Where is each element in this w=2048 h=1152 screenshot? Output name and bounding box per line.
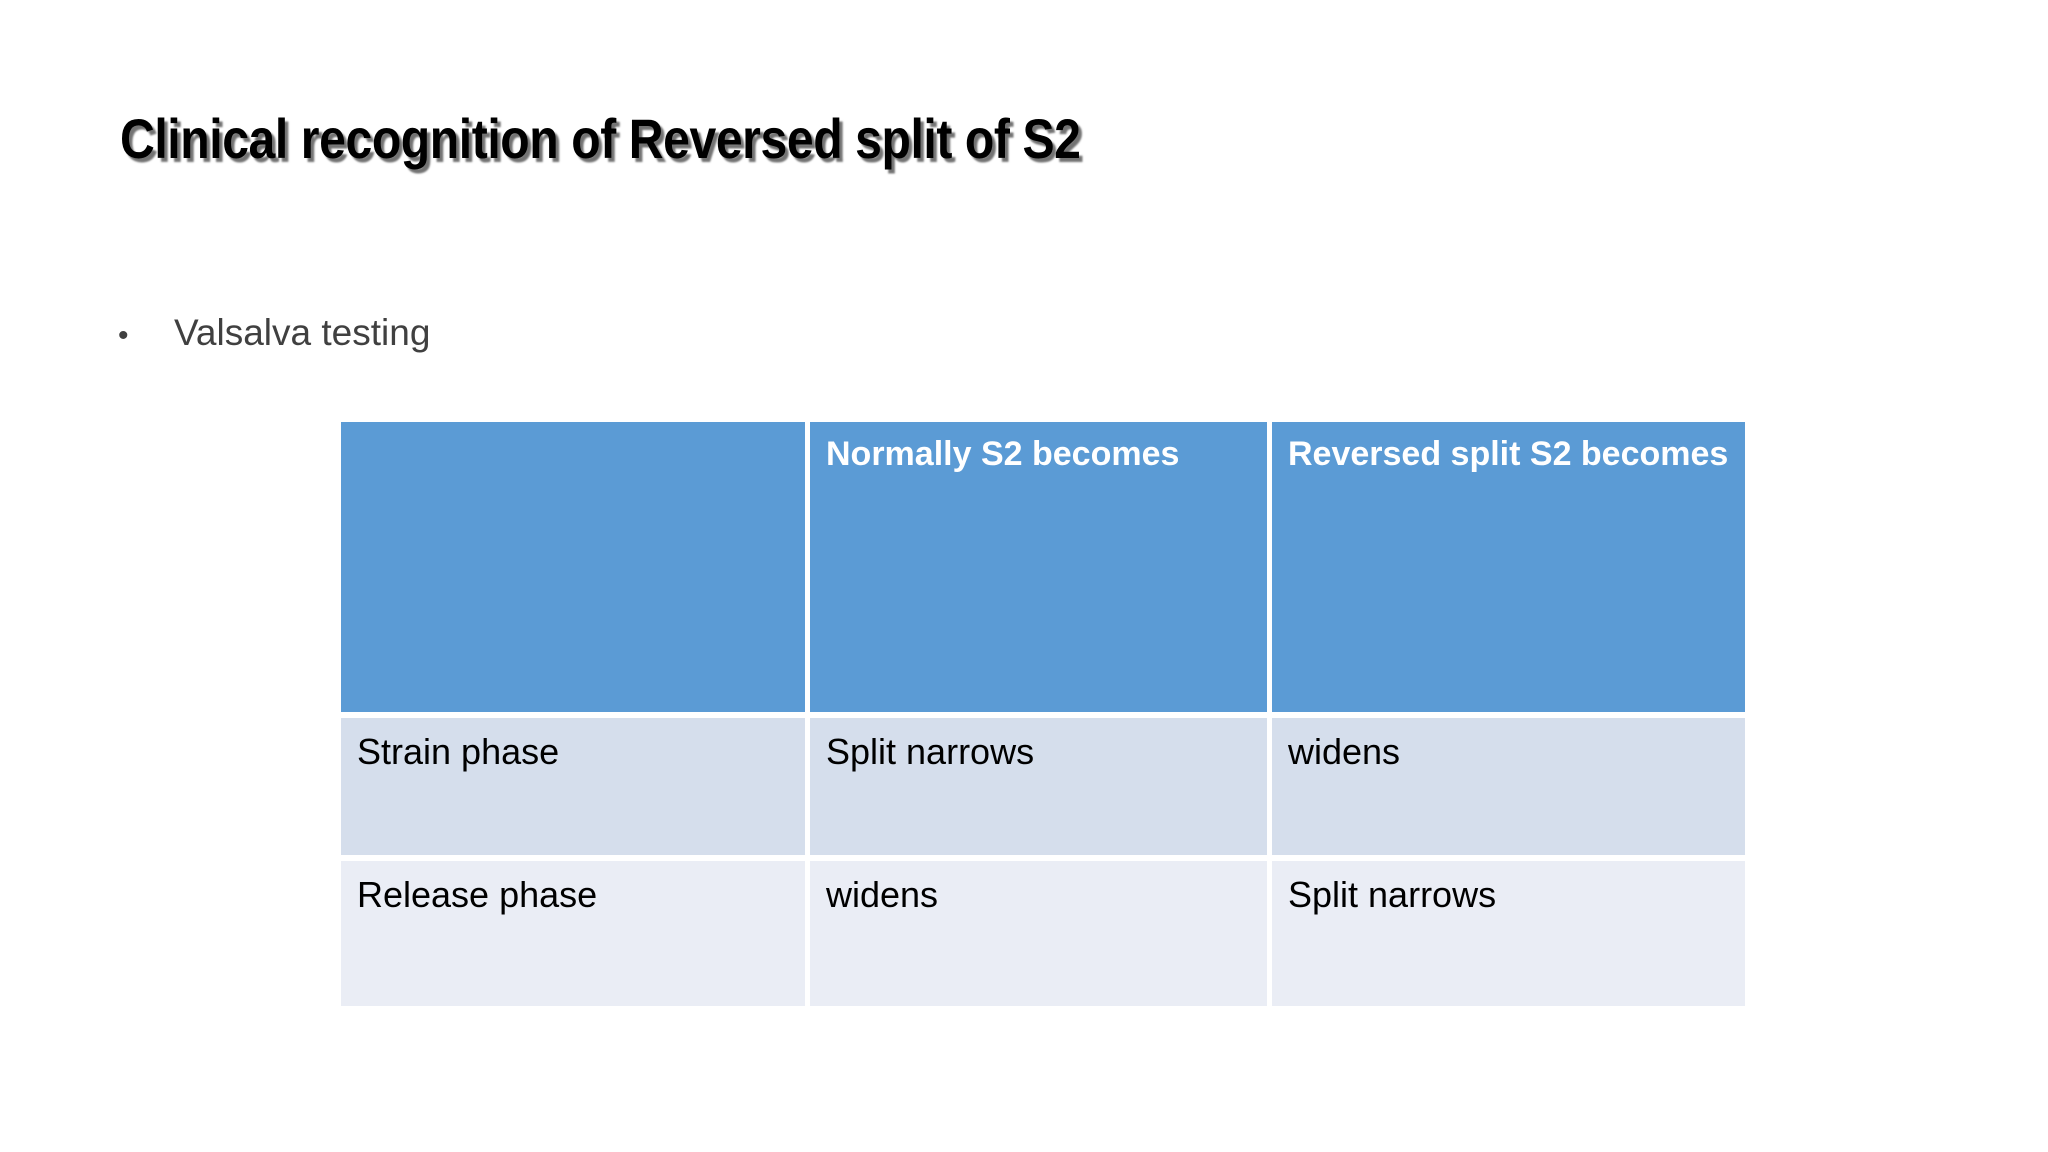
table-cell-reversed: Split narrows xyxy=(1272,861,1745,1006)
table-header-cell-blank xyxy=(341,422,810,718)
table-cell-reversed: widens xyxy=(1272,718,1745,861)
table-header-cell-normal: Normally S2 becomes xyxy=(810,422,1272,718)
table-cell-normal: widens xyxy=(810,861,1272,1006)
table-cell-normal: Split narrows xyxy=(810,718,1272,861)
table-cell-phase-label: Release phase xyxy=(341,861,810,1006)
page-title: Clinical recognition of Reversed split o… xyxy=(120,107,1081,170)
table-cell-phase-label: Strain phase xyxy=(341,718,810,861)
bullet-list: • Valsalva testing xyxy=(118,310,1518,356)
table-header: Normally S2 becomes Reversed split S2 be… xyxy=(341,422,1745,718)
bullet-item-label: Valsalva testing xyxy=(174,312,431,353)
table-header-row: Normally S2 becomes Reversed split S2 be… xyxy=(341,422,1745,718)
bullet-point-icon: • xyxy=(118,319,129,352)
table-header-cell-reversed: Reversed split S2 becomes xyxy=(1272,422,1745,718)
table-row: Release phase widens Split narrows xyxy=(341,861,1745,1006)
table-row: Strain phase Split narrows widens xyxy=(341,718,1745,861)
table-body: Strain phase Split narrows widens Releas… xyxy=(341,718,1745,1006)
table: Normally S2 becomes Reversed split S2 be… xyxy=(341,422,1745,1006)
list-item: • Valsalva testing xyxy=(118,310,1518,356)
comparison-table: Normally S2 becomes Reversed split S2 be… xyxy=(341,422,1745,1006)
